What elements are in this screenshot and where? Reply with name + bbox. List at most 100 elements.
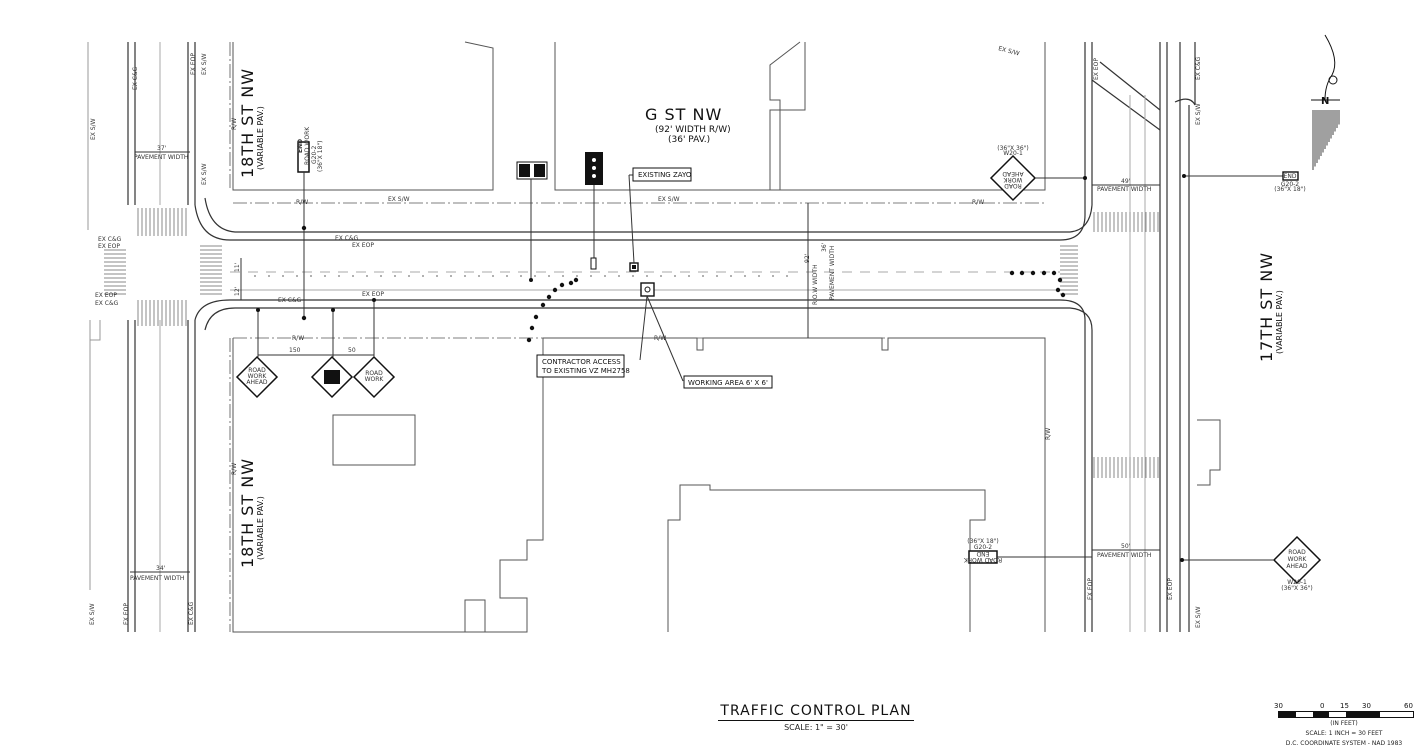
lane-marker	[464, 275, 466, 277]
ex-cas-label: EX C&G	[188, 601, 195, 625]
ex-sw-label: EX S/W	[1195, 606, 1202, 628]
working-area-callout	[683, 375, 773, 389]
drum-marker	[529, 325, 535, 331]
lane-marker	[730, 275, 732, 277]
pw-17-top-label: PAVEMENT WIDTH	[1097, 186, 1151, 193]
lane-marker	[366, 275, 368, 277]
scale-ticks: 30 0 15 30 60	[1274, 702, 1414, 711]
svg-text:ROAD WORK: ROAD WORK	[304, 126, 311, 165]
lane-11-dim: 11'	[234, 262, 241, 272]
ex-cas-label: EX C&G	[1195, 56, 1202, 80]
drum-marker	[1041, 270, 1047, 276]
lane-marker	[660, 275, 662, 277]
g-st-name: G ST NW	[645, 105, 722, 124]
street-edges	[127, 42, 1196, 632]
drum-marker	[533, 314, 539, 320]
lane-marker	[352, 275, 354, 277]
svg-text:(36"X 36"): (36"X 36")	[997, 145, 1029, 152]
drum-marker	[1055, 287, 1061, 293]
ex-eop-label: EX EOP	[1167, 578, 1174, 600]
ex-sw-label: EX S/W	[89, 603, 96, 625]
lane-marker	[772, 275, 774, 277]
ex-eop-label: EX EOP	[190, 53, 197, 75]
north-letter: N	[1321, 96, 1329, 107]
end-road-work-sign-1: END ROAD WORK G20-2 (36"X 18")	[297, 126, 324, 321]
lane-marker	[254, 275, 256, 277]
scale-unit: (IN FEET)	[1330, 720, 1358, 727]
svg-text:ROAD WORK: ROAD WORK	[963, 556, 1002, 563]
ex-sw-label: EX S/W	[388, 196, 410, 203]
svg-text:WORK: WORK	[365, 376, 385, 383]
drum-marker	[559, 282, 565, 288]
street-labels: G ST NW (92' WIDTH R/W) (36' PAV.) 18TH …	[238, 68, 1284, 568]
existing-zayo-text: EXISTING ZAYO	[638, 171, 692, 179]
sign-spacing-50: 50	[348, 347, 356, 354]
lane-marker	[702, 275, 704, 277]
pav-width-label: PAVEMENT WIDTH	[829, 246, 836, 300]
lane-marker	[268, 275, 270, 277]
18th-st-bottom-name: 18TH ST NW	[238, 458, 257, 568]
drum-marker	[1019, 270, 1025, 276]
ex-sw-label: EX S/W	[997, 45, 1020, 57]
drum-marker	[526, 337, 532, 343]
road-work-ahead-sign-west-1: ROAD WORK AHEAD	[235, 308, 279, 399]
lane-marker	[548, 275, 550, 277]
svg-text:AHEAD: AHEAD	[1286, 563, 1308, 570]
svg-text:AHEAD: AHEAD	[1002, 170, 1024, 177]
drum-marker	[552, 287, 558, 293]
row-width-value: 92'	[804, 253, 811, 263]
lane-marker	[478, 275, 480, 277]
lane-marker	[786, 275, 788, 277]
row-width-label: R.O.W WIDTH	[812, 264, 819, 305]
svg-text:AHEAD: AHEAD	[246, 379, 268, 386]
lane-marker	[576, 275, 578, 277]
ex-eop-label: EX EOP	[352, 242, 374, 249]
ex-cas-label: EX C&G	[132, 66, 139, 90]
graphic-scale: 30 0 15 30 60 (IN FEET) SCALE: 1 INCH = …	[1274, 702, 1414, 748]
plan-title: TRAFFIC CONTROL PLAN	[718, 703, 914, 721]
lane-marker	[380, 275, 382, 277]
ex-sw-label: EX S/W	[658, 196, 680, 203]
road-work-ahead-sign-south: ROAD WORK AHEAD W20-1 (36"X 36")	[1180, 535, 1322, 592]
work-zone: EXISTING ZAYO WORKING AREA 6' X 6' CONTR…	[516, 152, 773, 389]
pav-width-value: 36'	[821, 242, 828, 252]
road-work-ahead-sign-west-3: ROAD WORK	[352, 298, 396, 399]
g-st-width: (92' WIDTH R/W)	[655, 125, 731, 135]
18th-st-top-pav: (VARIABLE PAV.)	[256, 106, 265, 170]
rw-label: R/W	[972, 199, 984, 206]
crosswalks	[104, 208, 1159, 478]
lane-12-dim: 12'	[234, 286, 241, 296]
ex-sw-label: EX S/W	[201, 53, 208, 75]
scale-tick: 0	[1320, 702, 1325, 710]
ex-cas-label: EX C&G	[335, 235, 359, 242]
plan-scale: SCALE: 1" = 30'	[784, 723, 848, 732]
lane-marker	[296, 275, 298, 277]
drum-marker	[1060, 292, 1066, 298]
channelizer-drums	[254, 270, 1066, 343]
pw-18-bottom-value: 34'	[156, 565, 166, 572]
ex-eop-label: EX EOP	[1087, 578, 1094, 600]
ex-eop-label: EX EOP	[1093, 58, 1100, 80]
svg-text:W20-1: W20-1	[1003, 150, 1023, 157]
svg-text:WORK: WORK	[1288, 556, 1308, 563]
svg-text:END: END	[976, 550, 989, 557]
ex-sw-label: EX S/W	[201, 163, 208, 185]
rw-label: R/W	[231, 463, 238, 475]
ex-eop-label: EX EOP	[95, 292, 117, 299]
svg-text:W20-1: W20-1	[1287, 579, 1307, 586]
lane-marker	[604, 275, 606, 277]
ex-cas-label: EX C&G	[278, 297, 302, 304]
drum-marker	[1030, 270, 1036, 276]
17th-st-name: 17TH ST NW	[1257, 252, 1276, 362]
contractor-access-line1: CONTRACTOR ACCESS	[542, 358, 621, 366]
drum-marker	[540, 302, 546, 308]
rw-label: R/W	[296, 199, 308, 206]
drum-marker	[568, 280, 574, 286]
road-signs: END ROAD WORK G20-2 (36"X 18") ROAD WORK…	[235, 126, 1322, 592]
svg-text:END: END	[297, 139, 304, 153]
scale-tick: 30	[1362, 702, 1371, 710]
lane-marker	[394, 275, 396, 277]
lane-marker	[618, 275, 620, 277]
svg-text:ROAD: ROAD	[1004, 182, 1022, 189]
lane-marker	[534, 275, 536, 277]
